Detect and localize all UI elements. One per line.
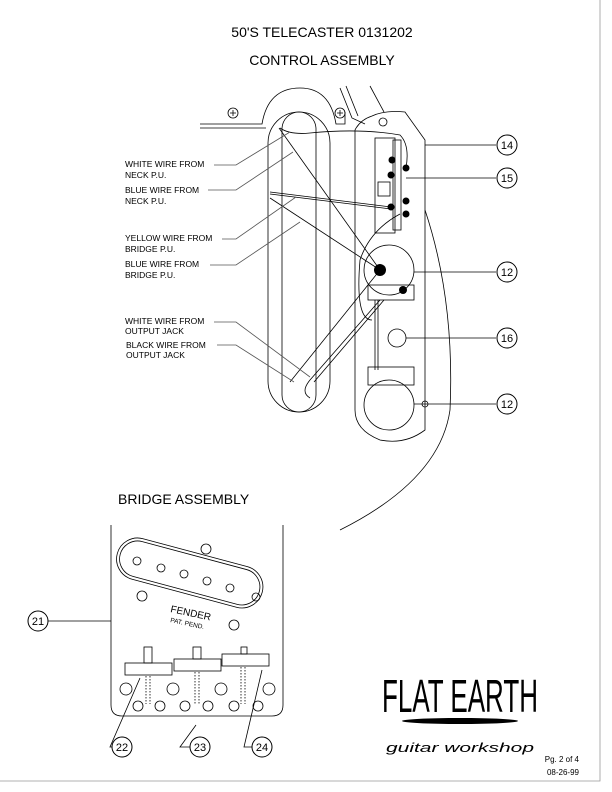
- page-border: [0, 0, 601, 782]
- selector-switch: [374, 137, 410, 234]
- label-white-neck-2: NECK P.U.: [125, 170, 166, 180]
- logo-name: FLAT EARTH: [382, 670, 538, 722]
- bridge-plate: FENDER PAT. PEND.: [110, 525, 284, 717]
- guitar-body-outline: [200, 85, 452, 531]
- wire-labels: WHITE WIRE FROM NECK P.U. BLUE WIRE FROM…: [125, 131, 311, 383]
- label-blue-neck-2: NECK P.U.: [125, 196, 166, 206]
- label-black-jack-2: OUTPUT JACK: [126, 350, 185, 360]
- label-blue-bridge-1: BLUE WIRE FROM: [125, 259, 199, 269]
- label-blue-bridge-2: BRIDGE P.U.: [125, 270, 175, 280]
- label-yellow-bridge-1: YELLOW WIRE FROM: [125, 233, 212, 243]
- label-black-jack-1: BLACK WIRE FROM: [126, 340, 206, 350]
- label-blue-neck-1: BLUE WIRE FROM: [125, 185, 199, 195]
- capacitor: [387, 328, 407, 348]
- callout-24: 24: [256, 742, 268, 754]
- section-title-control: CONTROL ASSEMBLY: [249, 52, 395, 68]
- callout-16: 16: [501, 333, 513, 345]
- label-white-jack-2: OUTPUT JACK: [125, 326, 184, 336]
- bridge-pickup: [116, 537, 264, 609]
- tone-pot: [363, 366, 415, 431]
- callout-21: 21: [32, 616, 44, 628]
- callout-12-tone: 12: [501, 399, 513, 411]
- wiring: [269, 127, 408, 399]
- control-plate: [354, 111, 426, 442]
- label-yellow-bridge-2: BRIDGE P.U.: [125, 244, 175, 254]
- page-number: Pg. 2 of 4: [545, 755, 580, 764]
- section-title-bridge: BRIDGE ASSEMBLY: [118, 491, 250, 507]
- flat-earth-logo: FLAT EARTH guitar workshop: [382, 670, 538, 755]
- logo-tagline: guitar workshop: [386, 740, 534, 755]
- callout-23: 23: [194, 742, 206, 754]
- callout-12-volume: 12: [501, 267, 513, 279]
- page-title: 50'S TELECASTER 0131202: [231, 24, 413, 40]
- callout-14: 14: [501, 140, 513, 152]
- volume-pot: [363, 244, 415, 301]
- neck-pickup-route: [281, 111, 317, 413]
- control-callouts: 14 15 12 16 12: [406, 134, 518, 415]
- label-white-jack-1: WHITE WIRE FROM: [125, 316, 204, 326]
- label-white-neck-1: WHITE WIRE FROM: [125, 159, 204, 169]
- callout-15: 15: [501, 173, 513, 185]
- revision-date: 08-26-99: [547, 768, 580, 777]
- neck-pickup-cavity: [267, 111, 331, 413]
- callout-22: 22: [116, 742, 128, 754]
- bridge-callouts: 21 22 23 24: [27, 610, 273, 758]
